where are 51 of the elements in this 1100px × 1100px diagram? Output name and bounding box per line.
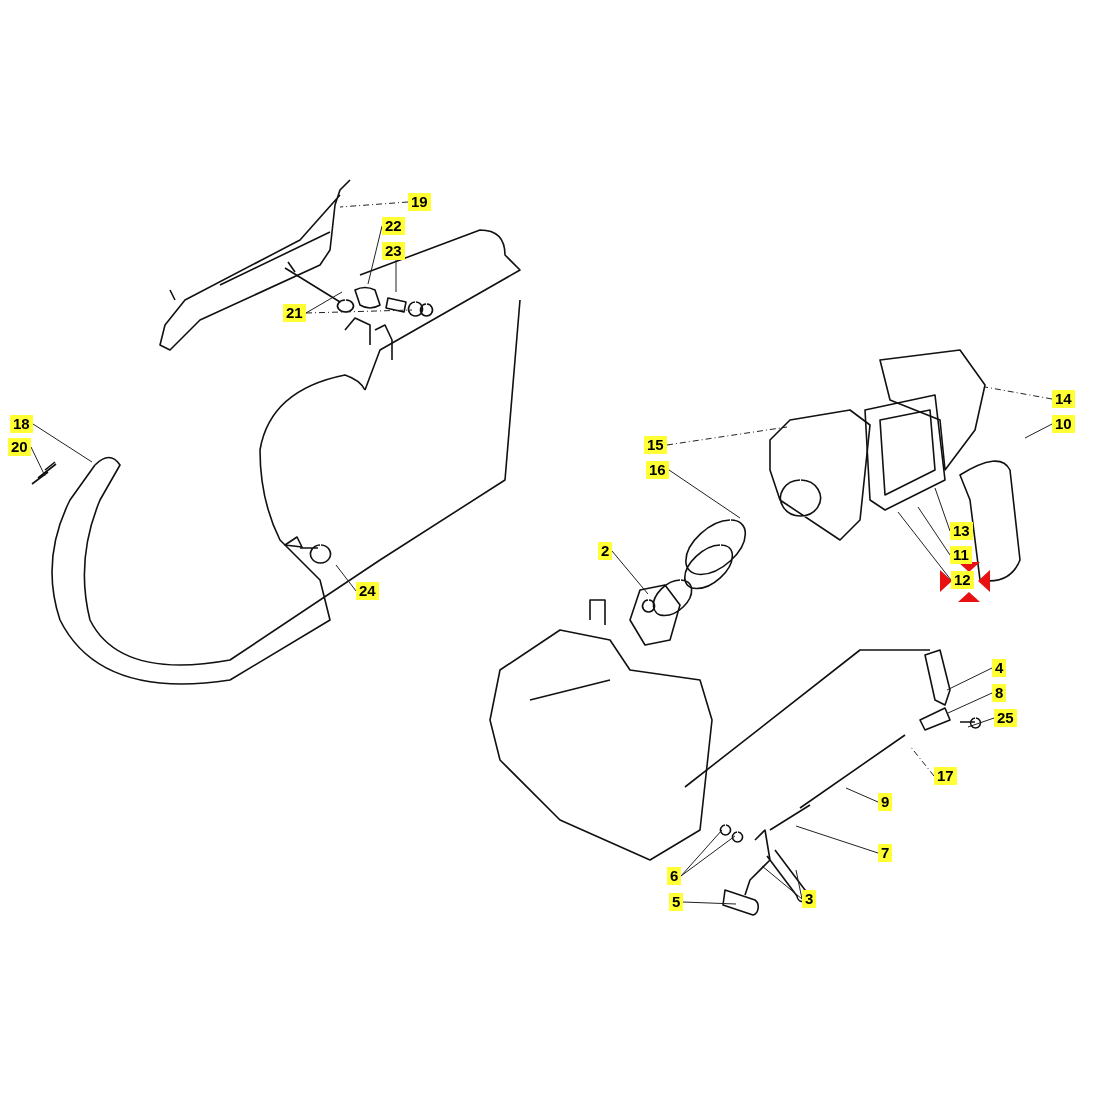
leader-line xyxy=(668,469,741,519)
callout-number: 9 xyxy=(878,793,893,811)
callout-number: 19 xyxy=(408,193,431,211)
leader-line xyxy=(680,829,723,877)
callout-number: 20 xyxy=(8,438,31,456)
leader-line xyxy=(32,423,93,463)
leader-line xyxy=(305,309,413,314)
leader-line xyxy=(611,550,649,595)
leader-line xyxy=(946,667,993,691)
leader-line xyxy=(682,901,737,905)
callout-number: 3 xyxy=(802,890,817,908)
callout-number: 7 xyxy=(878,844,893,862)
leader-line xyxy=(795,869,803,900)
callout-number: 8 xyxy=(992,684,1007,702)
leader-line xyxy=(947,692,993,714)
callout-number: 2 xyxy=(598,542,613,560)
callout-number: 18 xyxy=(10,415,33,433)
callout-number: 25 xyxy=(994,709,1017,727)
callout-number: 10 xyxy=(1052,415,1075,433)
callout-number: 17 xyxy=(934,767,957,785)
leader-line xyxy=(934,487,951,532)
leader-line xyxy=(845,787,879,803)
callout-number: 14 xyxy=(1052,390,1075,408)
callout-number: 15 xyxy=(644,436,667,454)
leader-line xyxy=(666,426,788,446)
callout-number: 24 xyxy=(356,582,379,600)
callout-number: 23 xyxy=(382,242,405,260)
callout-number: 21 xyxy=(283,304,306,322)
leader-line xyxy=(761,865,803,900)
callout-number: 11 xyxy=(950,546,972,564)
leader-line xyxy=(335,564,357,592)
callout-number: 16 xyxy=(646,461,669,479)
leader-line xyxy=(795,825,879,854)
leader-line xyxy=(1024,423,1053,439)
leader-line xyxy=(339,201,409,208)
callout-number: 6 xyxy=(667,867,682,885)
callout-number: 12 xyxy=(951,571,974,589)
callout-number: 5 xyxy=(669,893,684,911)
leader-line xyxy=(967,717,995,728)
leader-line xyxy=(395,259,397,293)
callout-number: 13 xyxy=(950,522,973,540)
callout-number: 22 xyxy=(382,217,405,235)
leader-line xyxy=(909,745,935,777)
leader-line xyxy=(367,225,383,285)
leader-line xyxy=(680,835,736,877)
leader-line xyxy=(30,446,46,477)
leader-line xyxy=(984,386,1053,400)
callout-number: 4 xyxy=(992,659,1007,677)
leader-line xyxy=(897,511,952,581)
leader-line xyxy=(305,291,343,314)
leader-line xyxy=(917,506,951,556)
